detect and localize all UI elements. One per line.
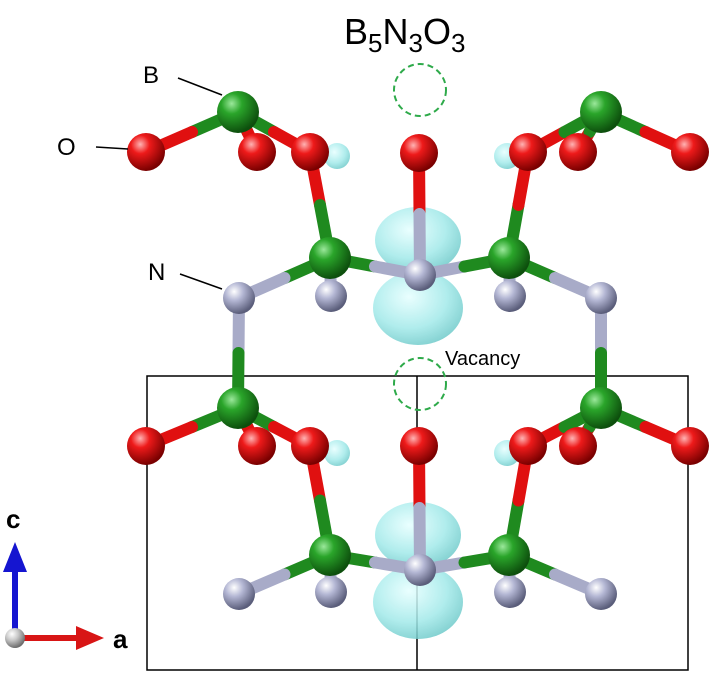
- oxygen-atom: [400, 427, 438, 465]
- vacancies: [393, 63, 447, 411]
- boron-leader-line: [177, 77, 223, 96]
- bonds: [140, 106, 696, 600]
- nitrogen-atom: [315, 280, 347, 312]
- formula-part: O: [423, 11, 451, 52]
- boron-atom: [580, 387, 622, 429]
- oxygen-atom: [509, 427, 547, 465]
- atoms: [127, 91, 709, 610]
- formula-part: B: [344, 11, 368, 52]
- oxygen-atom: [559, 133, 597, 171]
- isosurface-small: [324, 440, 350, 466]
- formula-subscript: 3: [408, 28, 422, 58]
- nitrogen-atom: [404, 259, 436, 291]
- oxygen-atom: [671, 133, 709, 171]
- a-axis-label: a: [113, 624, 128, 654]
- oxygen-atom: [291, 133, 329, 171]
- formula-subscript: 3: [451, 28, 465, 58]
- nitrogen-atom: [223, 282, 255, 314]
- nitrogen-atom: [315, 576, 347, 608]
- vacancy-marker: [393, 357, 447, 411]
- isosurface-lobe: [373, 271, 463, 345]
- oxygen-atom: [291, 427, 329, 465]
- oxygen-label: O: [57, 134, 76, 161]
- boron-atom: [309, 534, 351, 576]
- oxygen-atom: [400, 134, 438, 172]
- nitrogen-atom: [223, 578, 255, 610]
- nitrogen-atom: [494, 280, 526, 312]
- nitrogen-atom: [494, 576, 526, 608]
- a-axis-arrowhead: [76, 626, 104, 650]
- vacancy-label: Vacancy: [445, 348, 520, 370]
- vacancy-marker: [393, 63, 447, 117]
- boron-atom: [217, 91, 259, 133]
- isosurface-small: [324, 143, 350, 169]
- boron-atom: [580, 91, 622, 133]
- atom-labels: B O N Vacancy: [57, 62, 520, 370]
- nitrogen-atom: [585, 578, 617, 610]
- c-axis-label: c: [6, 504, 20, 534]
- oxygen-atom: [127, 133, 165, 171]
- formula-title: B5N3O3: [344, 11, 465, 58]
- nitrogen-atom: [404, 554, 436, 586]
- nitrogen-leader-line: [179, 273, 223, 290]
- boron-atom: [309, 237, 351, 279]
- isosurface-group: [324, 143, 520, 639]
- isosurface-lobe: [373, 565, 463, 639]
- oxygen-atom: [559, 427, 597, 465]
- nitrogen-atom: [585, 282, 617, 314]
- oxygen-atom: [238, 133, 276, 171]
- axis-origin: [5, 628, 25, 648]
- oxygen-atom: [238, 427, 276, 465]
- boron-atom: [488, 237, 530, 279]
- oxygen-leader-line: [95, 146, 129, 150]
- boron-label: B: [143, 62, 159, 89]
- oxygen-atom: [127, 427, 165, 465]
- oxygen-atom: [671, 427, 709, 465]
- formula-subscript: 5: [368, 28, 382, 58]
- axis-indicator: c a: [3, 504, 128, 654]
- boron-atom: [488, 534, 530, 576]
- oxygen-atom: [509, 133, 547, 171]
- formula-part: N: [382, 11, 408, 52]
- c-axis-arrowhead: [3, 542, 27, 572]
- boron-atom: [217, 387, 259, 429]
- nitrogen-label: N: [148, 259, 165, 286]
